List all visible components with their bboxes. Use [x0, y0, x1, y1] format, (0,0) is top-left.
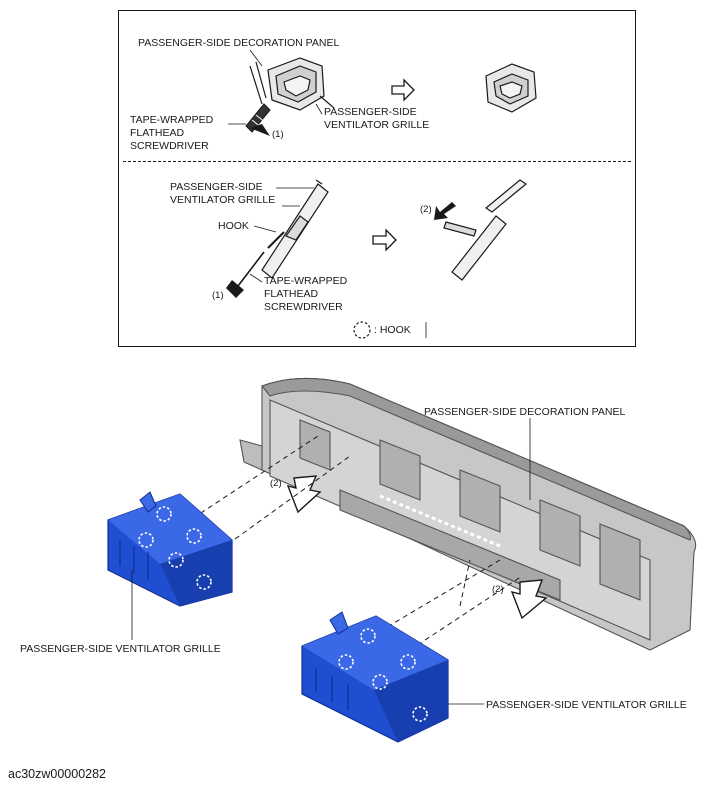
hook-markers-left — [138, 506, 212, 590]
label-grille-right: PASSENGER-SIDE VENTILATOR GRILLE — [486, 699, 687, 711]
label-tape-wrapped-line3: SCREWDRIVER — [130, 140, 209, 152]
label-tape-wrapped-lower-line1: TAPE-WRAPPED — [264, 275, 348, 287]
screwdriver-lower — [226, 251, 265, 298]
section-divider — [123, 161, 631, 162]
hook-legend-symbol — [353, 321, 427, 339]
label-grille-left: PASSENGER-SIDE VENTILATOR GRILLE — [20, 643, 221, 655]
leader-lines-lower — [249, 187, 314, 283]
decoration-panel-closeup — [249, 57, 335, 111]
figure-id-caption: ac30zw00000282 — [8, 767, 106, 781]
label-decoration-panel-bottom: PASSENGER-SIDE DECORATION PANEL — [424, 406, 626, 418]
label-hook: HOOK — [218, 220, 249, 232]
arrow-right-upper — [391, 78, 415, 102]
label-hook-legend: : HOOK — [374, 324, 411, 336]
label-grille-lower-line1: PASSENGER-SIDE — [170, 181, 263, 193]
arrow-right-lower — [372, 228, 397, 252]
leader-lines-upper — [228, 49, 323, 125]
procedure-panel — [118, 10, 636, 347]
decoration-panel-removed — [485, 63, 537, 113]
label-step2-left: (2) — [270, 478, 282, 489]
pull-arrow-step2-upper — [434, 202, 456, 220]
label-grille-lower-line2: VENTILATOR GRILLE — [170, 194, 276, 206]
pull-arrows-step2 — [286, 475, 548, 620]
label-tape-wrapped-line2: FLATHEAD — [130, 127, 185, 139]
ventilator-grille-left — [107, 491, 233, 607]
label-step1-upper: (1) — [272, 129, 284, 140]
grille-edge-closeup — [261, 179, 329, 279]
label-decoration-panel-upper: PASSENGER-SIDE DECORATION PANEL — [138, 37, 340, 49]
screwdriver-upper — [245, 103, 271, 136]
label-grille-upper-line1: PASSENGER-SIDE — [324, 106, 417, 118]
label-tape-wrapped-lower-line3: SCREWDRIVER — [264, 301, 343, 313]
decoration-panel-frame — [239, 377, 697, 651]
hook-markers-right — [338, 628, 428, 722]
grille-edge-released — [443, 179, 528, 281]
label-step2-lower: (2) — [420, 204, 432, 215]
ventilator-grille-right — [301, 611, 449, 743]
label-step2-right: (2) — [492, 584, 504, 595]
leader-lines-bottom — [131, 418, 531, 705]
label-tape-wrapped-line1: TAPE-WRAPPED — [130, 114, 214, 126]
label-step1-lower: (1) — [212, 290, 224, 301]
label-grille-upper-line2: VENTILATOR GRILLE — [324, 119, 430, 131]
label-tape-wrapped-lower-line2: FLATHEAD — [264, 288, 319, 300]
